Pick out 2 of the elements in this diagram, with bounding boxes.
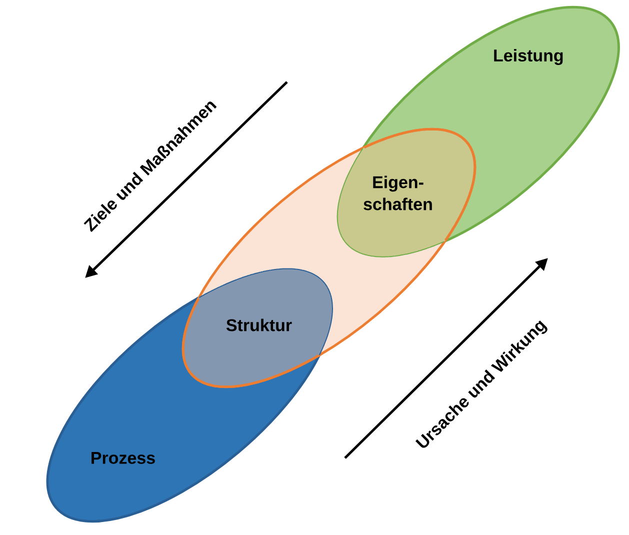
overlap-region: Eigen-schaften (336, 128, 476, 258)
overlap-region: Struktur (182, 268, 333, 388)
